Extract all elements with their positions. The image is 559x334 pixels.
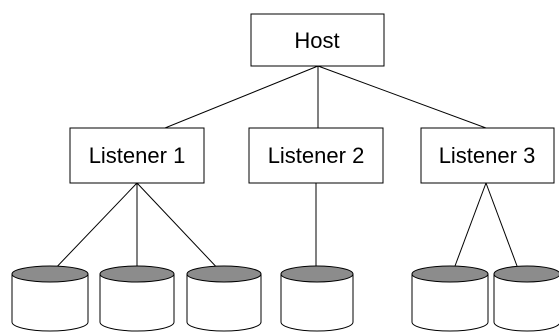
listener-box-3 <box>420 127 555 184</box>
host-connectors <box>164 65 487 129</box>
listener-node-2: Listener 2 <box>248 127 384 184</box>
connector-listener-1-db-1 <box>49 182 138 275</box>
connector-listener-3-db-1 <box>451 182 487 275</box>
listener-box-1 <box>69 127 205 184</box>
listener-label-2: Listener 2 <box>268 143 365 168</box>
connector-listener-1-db-3 <box>136 182 224 275</box>
listener-node-3: Listener 3 <box>420 127 555 184</box>
database-cylinder <box>493 265 559 332</box>
database-cylinder <box>11 265 89 332</box>
connector-listener-3-db-2 <box>485 182 521 275</box>
listener-label-1: Listener 1 <box>89 143 186 168</box>
database-cylinder <box>411 265 489 332</box>
listener-label-3: Listener 3 <box>439 143 536 168</box>
database-cylinder <box>99 265 175 332</box>
database-cylinder <box>280 265 354 332</box>
host-label: Host <box>294 28 339 53</box>
host-box <box>250 13 385 67</box>
listener-node-1: Listener 1 <box>69 127 205 184</box>
listener-box-2 <box>248 127 384 184</box>
database-connectors <box>49 182 521 275</box>
host-node: Host <box>250 13 385 67</box>
connector-host-listener-1 <box>164 65 319 129</box>
connector-host-listener-3 <box>317 65 487 129</box>
database-cylinder <box>186 265 262 332</box>
